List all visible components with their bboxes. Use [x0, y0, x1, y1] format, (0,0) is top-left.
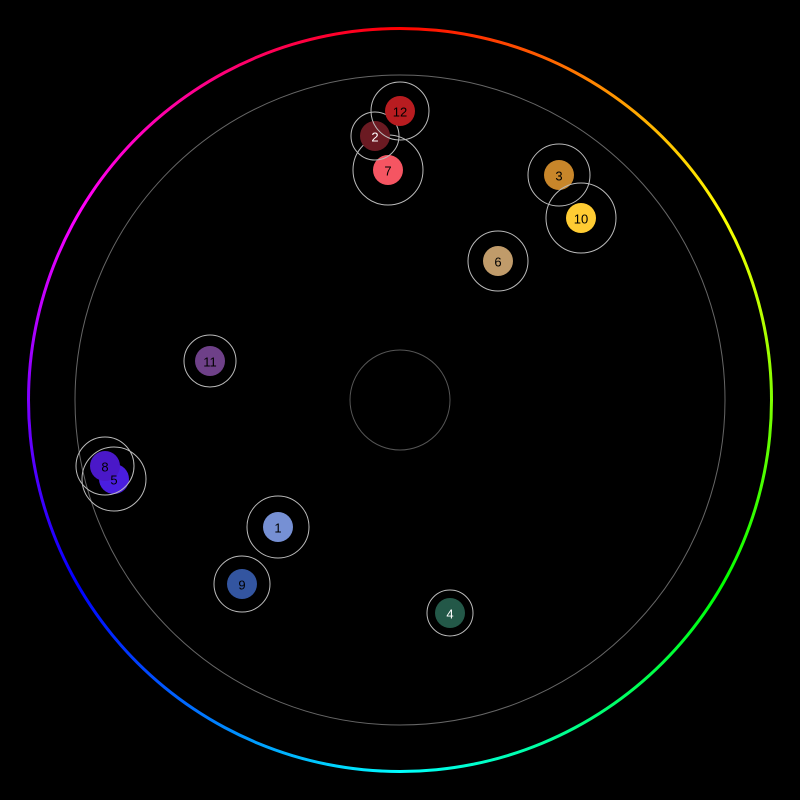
color-point-9[interactable] [213, 555, 271, 613]
point-ring [467, 230, 529, 292]
color-point-12[interactable] [370, 81, 430, 141]
point-swatch[interactable] [90, 451, 120, 481]
center-circle [349, 349, 451, 451]
point-label: 2 [371, 130, 378, 145]
point-swatch[interactable] [195, 346, 225, 376]
color-point-3[interactable] [527, 143, 591, 207]
point-label: 4 [446, 607, 453, 622]
point-ring [370, 81, 430, 141]
point-ring [246, 495, 310, 559]
point-label: 3 [555, 169, 562, 184]
color-point-11[interactable] [183, 334, 237, 388]
point-swatch[interactable] [435, 598, 465, 628]
point-swatch[interactable] [373, 155, 403, 185]
point-label: 8 [101, 460, 108, 475]
color-point-1[interactable] [246, 495, 310, 559]
point-ring [350, 111, 400, 161]
point-ring [183, 334, 237, 388]
point-swatch[interactable] [227, 569, 257, 599]
point-ring [426, 589, 474, 637]
color-point-labels: 5 1 9 4 6 3 10 11 7 2 12 8 [101, 105, 588, 622]
hue-ring[interactable] [27, 27, 773, 773]
point-ring [213, 555, 271, 613]
color-points [75, 81, 617, 637]
point-ring [527, 143, 591, 207]
point-swatch[interactable] [566, 203, 596, 233]
point-label: 9 [238, 578, 245, 593]
color-point-6[interactable] [467, 230, 529, 292]
point-label: 11 [203, 355, 217, 370]
point-swatch[interactable] [483, 246, 513, 276]
point-label: 6 [494, 255, 501, 270]
point-ring [81, 446, 147, 512]
point-label: 7 [384, 164, 391, 179]
color-point-2[interactable] [350, 111, 400, 161]
point-swatch[interactable] [385, 96, 415, 126]
color-point-10[interactable] [545, 182, 617, 254]
point-swatch[interactable] [263, 512, 293, 542]
point-ring [545, 182, 617, 254]
saturation-boundary-circle [74, 74, 726, 726]
point-swatch[interactable] [360, 121, 390, 151]
point-label: 1 [274, 521, 281, 536]
point-label: 12 [393, 105, 407, 120]
color-point-8[interactable] [75, 436, 135, 496]
point-label: 5 [110, 473, 117, 488]
point-label: 10 [574, 212, 588, 227]
point-ring [75, 436, 135, 496]
point-swatch[interactable] [544, 160, 574, 190]
color-point-4[interactable] [426, 589, 474, 637]
